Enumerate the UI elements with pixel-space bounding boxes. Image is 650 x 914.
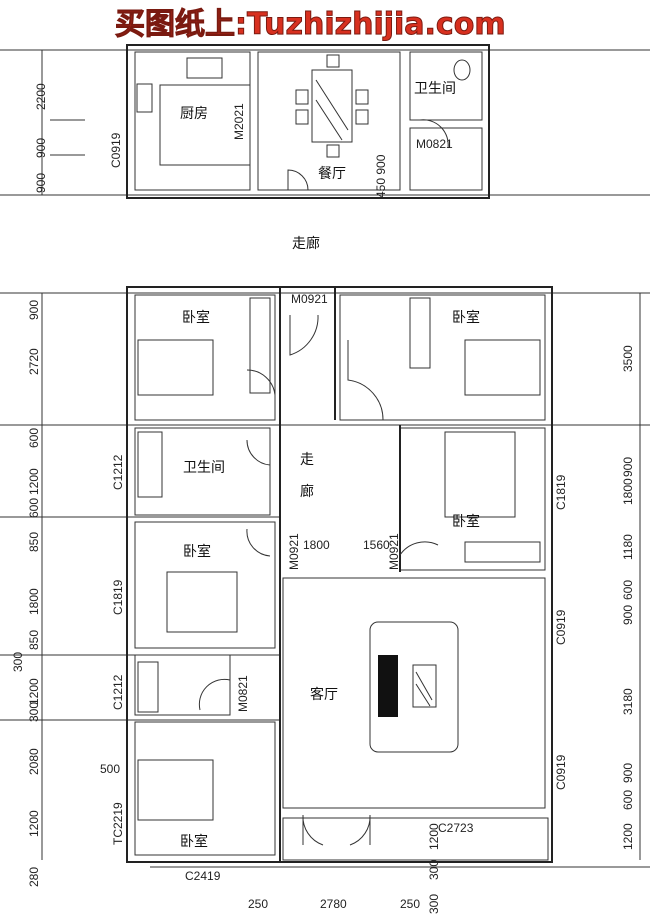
dim-left: 1200 <box>27 468 41 495</box>
dim-misc: 1200 <box>427 823 441 850</box>
dim-right: 1800 <box>621 478 635 505</box>
dim-misc: 500 <box>100 762 120 776</box>
room-bath-top: 卫生间 <box>414 81 456 97</box>
dim-left: 900 <box>27 300 41 320</box>
dim-right: 3500 <box>621 345 635 372</box>
dim-left: 850 <box>27 630 41 650</box>
label-m0821-b: M0821 <box>236 675 250 712</box>
dim-left-top: 900 <box>34 173 48 193</box>
dim-bottom: 250 <box>400 897 420 911</box>
label-tc2219: TC2219 <box>111 802 125 845</box>
room-bath-left: 卫生间 <box>183 460 225 476</box>
label-m0821-top: M0821 <box>416 137 453 151</box>
opening-labels: C0919 M2021 M0821 M0921 C1212 C1819 C181… <box>109 103 568 883</box>
dim-corridor: 1560 <box>363 538 390 552</box>
top-block-walls <box>126 44 490 199</box>
label-m0921-top: M0921 <box>291 292 328 306</box>
dim-right: 3180 <box>621 688 635 715</box>
dimension-labels: 2200 900 900 450 900 900 2720 600 1200 6… <box>11 83 635 914</box>
label-c0919-b: C0919 <box>554 754 568 790</box>
label-c0919-a: C0919 <box>554 609 568 645</box>
room-labels: 厨房 餐厅 卫生间 走廊 卧室 卧室 卫生间 走 廊 卧室 卧室 客厅 卧室 <box>180 81 480 850</box>
label-m2021: M2021 <box>232 103 246 140</box>
dim-left: 2720 <box>27 348 41 375</box>
dim-right: 900 <box>621 457 635 477</box>
room-corridor-1: 走 <box>300 452 314 468</box>
lower-block-walls <box>126 286 553 863</box>
dim-left: 280 <box>27 867 41 887</box>
room-living: 客厅 <box>310 686 338 703</box>
dim-bottom: 2780 <box>320 897 347 911</box>
label-c1819-w: C1819 <box>111 579 125 615</box>
label-c2419: C2419 <box>185 869 221 883</box>
watermark: 买图纸上:Tuzhizhijia.com <box>115 7 506 42</box>
dim-left: 1200 <box>27 810 41 837</box>
dim-left: 300 <box>11 652 25 672</box>
dim-left: 1800 <box>27 588 41 615</box>
room-bedroom-nw: 卧室 <box>182 309 210 326</box>
label-c1819-e: C1819 <box>554 474 568 510</box>
room-bedroom-w: 卧室 <box>183 543 211 560</box>
dim-left: 600 <box>27 428 41 448</box>
room-corridor-outside: 走廊 <box>292 235 320 252</box>
room-bedroom-e: 卧室 <box>452 513 480 530</box>
dim-bottom: 300 <box>427 894 441 914</box>
dim-left: 1200 <box>27 678 41 705</box>
dim-right: 600 <box>621 790 635 810</box>
dim-left: 2080 <box>27 748 41 775</box>
label-c1212-b: C1212 <box>111 674 125 710</box>
dim-corridor: 1800 <box>303 538 330 552</box>
dim-left: 600 <box>27 498 41 518</box>
dim-left: 850 <box>27 532 41 552</box>
dim-right: 900 <box>621 763 635 783</box>
dim-right: 600 <box>621 580 635 600</box>
dim-right: 1180 <box>621 534 635 560</box>
label-c0919-kitchen: C0919 <box>109 132 123 168</box>
label-m0921-b: M0921 <box>387 533 401 570</box>
dim-left: 300 <box>27 702 41 722</box>
room-dining: 餐厅 <box>318 166 346 182</box>
label-m0921-a: M0921 <box>287 533 301 570</box>
label-c1212-a: C1212 <box>111 454 125 490</box>
dim-left-top: 2200 <box>34 83 48 110</box>
room-bedroom-sw: 卧室 <box>180 833 208 850</box>
dim-left-top: 900 <box>34 138 48 158</box>
room-corridor-2: 廊 <box>300 483 314 500</box>
room-kitchen: 厨房 <box>180 106 208 122</box>
dim-misc: 300 <box>427 860 441 880</box>
dim-bottom: 250 <box>248 897 268 911</box>
dim-right: 1200 <box>621 823 635 850</box>
label-c2723: C2723 <box>438 821 474 835</box>
dim-right: 900 <box>621 605 635 625</box>
room-bedroom-ne: 卧室 <box>452 309 480 326</box>
dim-top-inner: 450 900 <box>374 154 388 198</box>
